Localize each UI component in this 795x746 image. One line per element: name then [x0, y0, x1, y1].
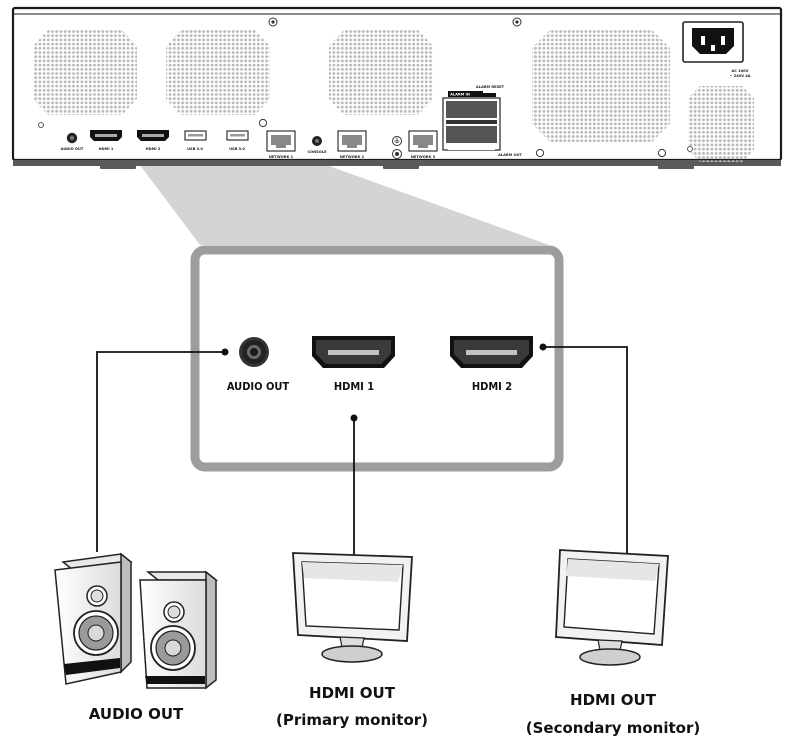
- cable-hdmi2: [543, 346, 628, 557]
- port-label-hdmi1: HDMI 1: [99, 147, 114, 151]
- zoom-beam: [130, 152, 549, 245]
- port-label-alarm-in: ALARM IN: [450, 93, 470, 97]
- speakers-icon: [54, 552, 219, 690]
- cable-audio: [96, 351, 225, 552]
- port-label-alarm-out: ALARM OUT: [498, 153, 522, 157]
- power-inlet: AC 100V ~ 240V 4A: [682, 21, 751, 78]
- power-label-line1: AC 100V: [732, 69, 749, 73]
- vent-grille: [532, 30, 670, 142]
- vent-grille: [166, 30, 270, 115]
- zoom-audio-out-jack: [239, 337, 269, 367]
- primary-monitor-icon: [292, 552, 413, 663]
- zoom-hdmi1-port: [312, 336, 395, 368]
- zoom-label-hdmi2: HDMI 2: [472, 380, 512, 393]
- zoom-label-audio-out: AUDIO OUT: [227, 380, 290, 393]
- zoom-label-hdmi1: HDMI 1: [334, 380, 374, 393]
- port-label-network2: NETWORK 2: [340, 155, 365, 159]
- zoom-hdmi2-port: [450, 336, 533, 368]
- ground-icon: [392, 136, 402, 159]
- caption-secondary-line2: (Secondary monitor): [526, 719, 700, 737]
- rear-panel: AUDIO OUT HDMI 1 HDMI 2 USB 3.0 USB 3.0 …: [11, 6, 783, 169]
- connection-lines: [96, 343, 628, 557]
- caption-secondary-line1: HDMI OUT: [570, 691, 657, 709]
- port-label-usb2: USB 3.0: [229, 147, 245, 151]
- alarm-terminal-block: ALARM IN ALARM RESET ALARM OUT: [442, 84, 522, 157]
- port-label-alarm-reset: ALARM RESET: [476, 85, 505, 89]
- vent-grille: [688, 86, 754, 162]
- vent-grille: [329, 30, 433, 115]
- caption-primary-line2: (Primary monitor): [276, 711, 428, 729]
- caption-speakers: AUDIO OUT: [89, 705, 184, 723]
- port-label-network3: NETWORK 3: [411, 155, 436, 159]
- secondary-monitor-icon: [555, 549, 669, 666]
- port-label-console: CONSOLE: [307, 150, 327, 154]
- port-label-audio-out: AUDIO OUT: [61, 147, 84, 151]
- vent-grille: [33, 30, 137, 115]
- port-label-hdmi2: HDMI 2: [146, 147, 161, 151]
- port-label-network1: NETWORK 1: [269, 155, 294, 159]
- port-label-usb1: USB 3.0: [187, 147, 203, 151]
- power-label-line2: ~ 240V 4A: [729, 74, 750, 78]
- caption-primary-line1: HDMI OUT: [309, 684, 396, 702]
